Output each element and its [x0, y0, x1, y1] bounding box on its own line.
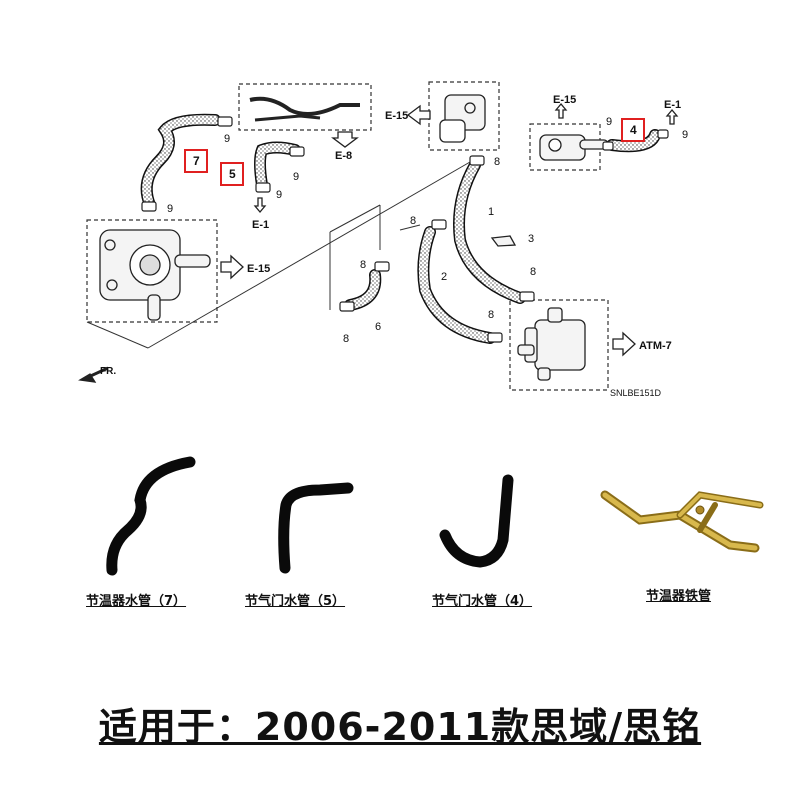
- callout-numbers: 7 5 4 1 2 3 6 8 8 8 8 8 8 9 9 9 9 9 9: [167, 116, 688, 345]
- product-hose-4: [439, 474, 514, 568]
- ref-e15-right: E-15: [553, 94, 576, 106]
- ref-e15-mid: E-15: [385, 110, 408, 122]
- highlight-boxes: [184, 118, 645, 186]
- diagram-code: SNLBE151D: [610, 388, 662, 398]
- front-label: FR.: [100, 366, 116, 377]
- arrow-down-icon: [331, 131, 359, 148]
- clamps: [141, 116, 669, 343]
- ref-e8: E-8: [335, 150, 352, 162]
- callout-3: 3: [528, 233, 534, 245]
- callout-8: 8: [494, 156, 500, 168]
- callout-8: 8: [530, 266, 536, 278]
- callout-8: 8: [488, 309, 494, 321]
- ref-atm7: ATM-7: [639, 340, 672, 352]
- callout-9: 9: [606, 116, 612, 128]
- arrow-left-icon: [406, 104, 431, 126]
- caption-throttle-hose-4: 节气门水管（4）: [432, 594, 533, 609]
- components: [99, 94, 609, 381]
- callout-9: 9: [276, 189, 282, 201]
- callout-9: 9: [293, 171, 299, 183]
- caption-thermostat-hose: 节温器水管（7）: [86, 594, 187, 609]
- callout-1: 1: [488, 206, 494, 218]
- callout-8: 8: [410, 215, 416, 227]
- callout-5: 5: [229, 167, 236, 181]
- caption-metal-pipe: 节温器铁管: [646, 589, 712, 604]
- arrow-up-icon: [665, 108, 679, 125]
- ref-e1-right: E-1: [664, 99, 681, 111]
- callout-6: 6: [375, 321, 381, 333]
- callout-9: 9: [224, 133, 230, 145]
- ref-e1-left: E-1: [252, 219, 269, 231]
- product-photos: [106, 456, 514, 576]
- arrow-up-icon: [554, 102, 568, 119]
- product-hose-5: [278, 482, 354, 574]
- product-hose-7: [106, 456, 196, 576]
- callout-2: 2: [441, 271, 447, 283]
- reference-labels: E-15 E-15 E-15 E-8 E-1 E-1 ATM-7 FR.: [100, 94, 681, 377]
- arrow-right-icon: [612, 331, 636, 357]
- arrow-down-icon: [253, 197, 267, 214]
- reference-arrows: [78, 102, 679, 383]
- caption-throttle-hose-5: 节气门水管（5）: [245, 594, 346, 609]
- arrow-right-icon: [220, 254, 244, 280]
- product-metal-pipe: [600, 490, 764, 553]
- leader-lines: [86, 161, 471, 349]
- callout-7: 7: [193, 154, 200, 168]
- callout-9: 9: [167, 203, 173, 215]
- callout-8: 8: [343, 333, 349, 345]
- callout-4: 4: [630, 123, 637, 137]
- callout-9: 9: [682, 129, 688, 141]
- callout-8: 8: [360, 259, 366, 271]
- ref-e15-left: E-15: [247, 263, 270, 275]
- fitment-banner: 适用于：2006-2011款思域/思铭: [98, 705, 702, 749]
